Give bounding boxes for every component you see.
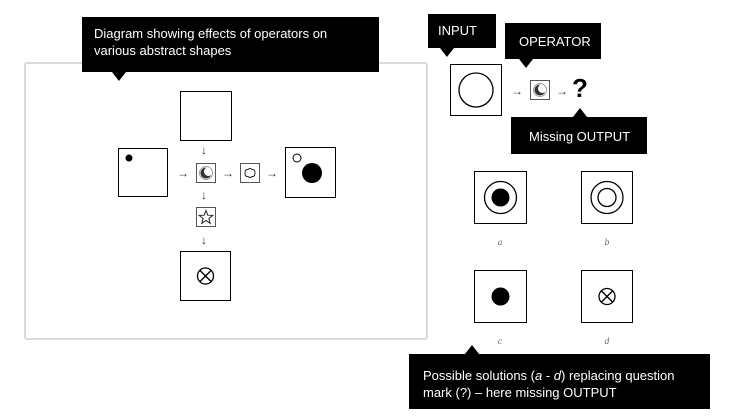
moon-icon [199, 166, 213, 180]
input-label: INPUT [438, 23, 477, 38]
choice-c-box[interactable] [474, 270, 527, 323]
star-icon [197, 209, 215, 225]
diagram-description-callout: Diagram showing effects of operators on … [82, 17, 379, 81]
solutions-callout-tail [465, 345, 479, 354]
top-empty-box [180, 91, 232, 141]
choice-d-label: d [604, 337, 610, 346]
choice-c-label: c [497, 337, 503, 346]
choice-d-box[interactable] [581, 270, 633, 323]
solutions-text-prefix: Possible solutions ( [423, 368, 535, 383]
arrow-right-2: → [222, 166, 234, 180]
input-arrow-right: → [511, 84, 523, 98]
operator-label: OPERATOR [519, 34, 591, 49]
missing-output-callout: Missing OUTPUT [511, 108, 647, 154]
right-result-box [285, 147, 336, 198]
large-ring-shape [458, 72, 494, 108]
arrow-down-1: ↓ [201, 143, 207, 157]
bottom-cross-box [180, 251, 231, 301]
solutions-callout: Possible solutions (a - d) replacing que… [409, 345, 710, 409]
input-callout-tail [440, 48, 454, 57]
moon-icon [533, 83, 547, 97]
cloud-operator [240, 163, 260, 183]
small-dot-shape [125, 154, 133, 162]
input-callout: INPUT [428, 14, 496, 57]
cloud-icon [244, 168, 256, 178]
operator-callout: OPERATOR [505, 23, 601, 68]
missing-output-callout-tail [573, 108, 587, 117]
arrow-right-3: → [266, 166, 278, 180]
missing-output-label: Missing OUTPUT [529, 129, 631, 144]
circled-x-shape [598, 287, 616, 306]
input-box [450, 64, 502, 116]
solutions-text-suffix: ) replacing question mark (?) – here mis… [423, 368, 675, 400]
left-dot-box [118, 148, 168, 197]
choice-b-label: b [604, 238, 610, 247]
question-operator [530, 80, 550, 100]
arrow-right-1: → [177, 166, 189, 180]
star-operator [196, 207, 216, 227]
solutions-text-dash: - [542, 368, 554, 383]
solutions-text-a: a [535, 368, 543, 383]
choice-b-box[interactable] [581, 171, 633, 224]
circled-x-shape [196, 267, 215, 285]
hollow-and-filled-circles [292, 153, 322, 183]
choice-a-label: a [497, 238, 503, 247]
double-ring-shape [590, 180, 624, 215]
dot-in-ring-shape [483, 180, 518, 215]
diagram-description-text: Diagram showing effects of operators on … [94, 26, 328, 58]
moon-operator [196, 163, 216, 183]
operator-callout-tail [519, 59, 533, 68]
solutions-text-d: d [553, 368, 562, 383]
callout-tail [112, 72, 126, 81]
operator-arrow-right: → [556, 84, 568, 98]
filled-dot-shape [491, 287, 510, 306]
arrow-down-2: ↓ [201, 188, 207, 202]
choice-a-box[interactable] [474, 171, 527, 224]
question-mark: ? [572, 73, 588, 103]
arrow-down-3: ↓ [201, 233, 207, 247]
